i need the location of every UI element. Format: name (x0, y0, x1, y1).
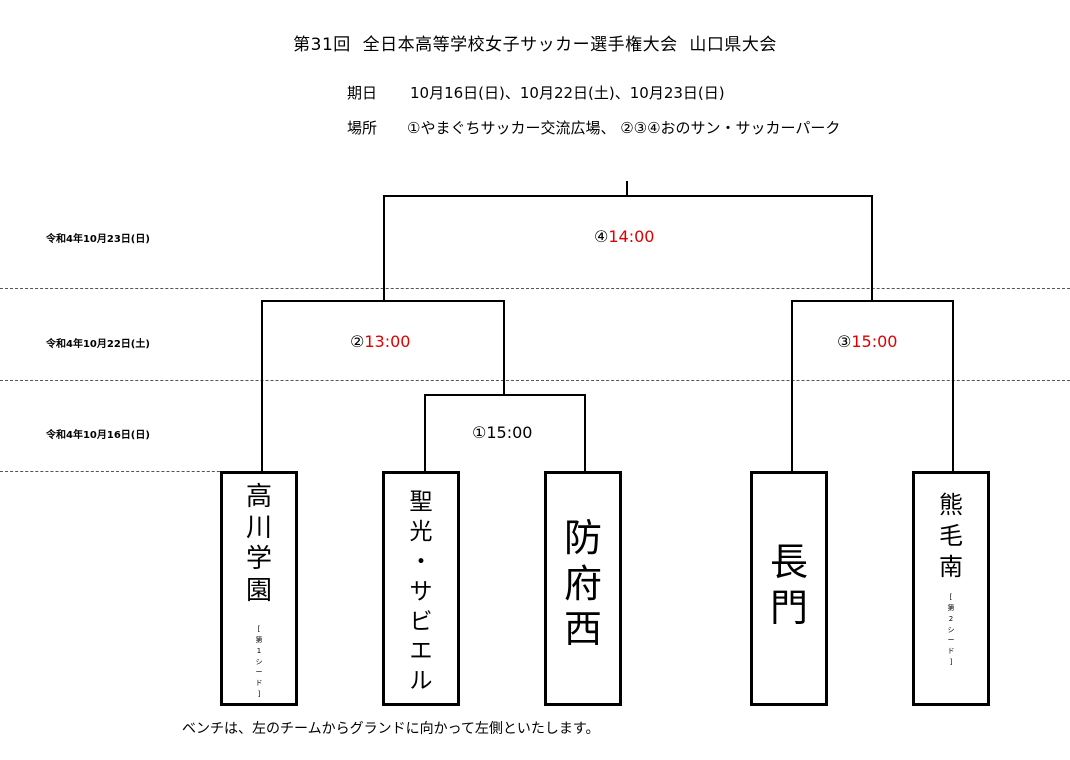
bracket-line (871, 195, 873, 302)
team-box-takagawa: 高 川 学 園 [ 第 1 シ ー ド ] (220, 471, 298, 706)
team-box-seiko-xavier: 聖 光 ・ サ ビ エ ル (382, 471, 460, 706)
dates-value: 10月16日(日)、10月22日(土)、10月23日(日) (410, 84, 725, 102)
dates-label: 期日 (347, 84, 378, 102)
match-semi-left: ②13:00 (350, 332, 410, 351)
bracket-line (626, 181, 628, 197)
team-box-kumage-minami: 熊 毛 南 [ 第 2 シ ー ド ] (912, 471, 990, 706)
team-name: 長 門 (769, 540, 808, 630)
bench-note: ベンチは、左のチームからグランドに向かって左側といたします。 (182, 721, 600, 737)
match-time: 13:00 (364, 332, 411, 351)
match-time: 14:00 (608, 227, 655, 246)
bracket-line (584, 394, 586, 472)
match-number: ③ (837, 332, 852, 351)
bracket-line (503, 300, 505, 396)
bracket-line (383, 195, 873, 197)
bracket-line (383, 195, 385, 302)
page-title: 第31回 全日本高等学校女子サッカー選手権大会 山口県大会 (293, 35, 777, 55)
match-number: ④ (594, 227, 609, 246)
round-separator (0, 288, 1070, 289)
team-box-hofu-nishi: 防 府 西 (544, 471, 622, 706)
team-name: 防 府 西 (563, 516, 602, 652)
team-name: 熊 毛 南 (939, 491, 963, 582)
venue-value: ①やまぐちサッカー交流広場、 ②③④おのサン・サッカーパーク (407, 119, 841, 137)
match-number: ① (472, 423, 487, 442)
round-date-final: 令和4年10月23日(日) (46, 234, 150, 245)
match-time: 15:00 (851, 332, 898, 351)
bracket-line (791, 300, 793, 472)
team-box-nagato: 長 門 (750, 471, 828, 706)
round-separator (0, 380, 1070, 381)
match-time: 15:00 (486, 423, 533, 442)
team-name: 高 川 学 園 (245, 482, 272, 606)
round-date-first: 令和4年10月16日(日) (46, 430, 150, 441)
bracket-line (791, 300, 954, 302)
match-number: ② (350, 332, 365, 351)
bracket-line (261, 300, 263, 472)
bracket-line (952, 300, 954, 472)
match-final: ④14:00 (594, 227, 654, 246)
bracket-line (424, 394, 426, 472)
bracket-line (261, 300, 505, 302)
match-semi-right: ③15:00 (837, 332, 897, 351)
seed-label: [ 第 1 シ ー ド ] (255, 625, 263, 699)
bracket-line (424, 394, 586, 396)
seed-label: [ 第 2 シ ー ド ] (947, 593, 955, 667)
venue-label: 場所 (347, 119, 378, 137)
team-name: 聖 光 ・ サ ビ エ ル (409, 489, 433, 695)
round-separator (0, 471, 230, 472)
match-first-round: ①15:00 (472, 423, 532, 442)
round-date-semifinal: 令和4年10月22日(土) (46, 339, 150, 350)
